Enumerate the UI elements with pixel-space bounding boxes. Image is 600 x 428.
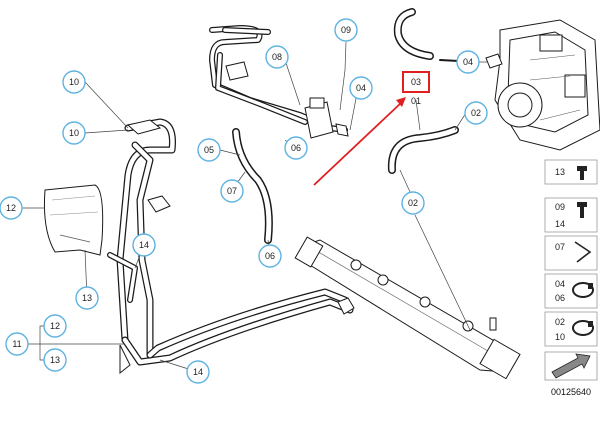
svg-text:05: 05 <box>204 145 214 155</box>
callout-02a[interactable]: 02 <box>464 101 488 125</box>
callout-05[interactable]: 05 <box>197 138 221 162</box>
mounting-bracket <box>43 184 104 256</box>
legend-num-10: 10 <box>555 332 565 342</box>
fuel-pump <box>485 19 600 151</box>
callout-10a[interactable]: 10 <box>62 70 86 94</box>
callout-03-highlight[interactable]: 03 <box>402 71 430 93</box>
parts-legend: 13 09 14 07 04 06 02 10 <box>544 159 598 397</box>
svg-text:06: 06 <box>291 143 301 153</box>
document-number: 00125640 <box>551 387 591 397</box>
callout-07[interactable]: 07 <box>220 179 244 203</box>
svg-text:08: 08 <box>272 52 282 62</box>
svg-text:14: 14 <box>193 367 203 377</box>
svg-text:01: 01 <box>411 96 421 106</box>
legend-num-02: 02 <box>555 317 565 327</box>
callout-12a[interactable]: 12 <box>0 196 23 220</box>
callout-14b[interactable]: 14 <box>186 360 210 384</box>
bolt-icon <box>577 202 587 218</box>
svg-text:09: 09 <box>341 25 351 35</box>
svg-text:12: 12 <box>50 321 60 331</box>
callout-01-label[interactable]: 01 <box>411 96 421 106</box>
hose-clamp-icon <box>572 320 594 336</box>
legend-num-07: 07 <box>555 242 565 252</box>
callout-04a[interactable]: 04 <box>349 76 373 100</box>
callout-12b[interactable]: 12 <box>43 314 67 338</box>
highlight-arrow <box>313 97 406 186</box>
hose-07 <box>232 128 273 244</box>
svg-text:13: 13 <box>82 293 92 303</box>
svg-text:06: 06 <box>265 251 275 261</box>
clip-icon <box>574 241 592 263</box>
callout-11[interactable]: 11 <box>5 332 29 356</box>
orientation-arrow-icon <box>551 353 591 379</box>
svg-text:03: 03 <box>411 77 421 87</box>
svg-text:04: 04 <box>463 57 473 67</box>
svg-text:13: 13 <box>50 355 60 365</box>
fuel-line-assembly <box>209 25 349 139</box>
svg-text:10: 10 <box>69 77 79 87</box>
callout-08[interactable]: 08 <box>265 45 289 69</box>
callout-02b[interactable]: 02 <box>401 191 425 215</box>
callout-14a[interactable]: 14 <box>132 233 156 257</box>
svg-text:02: 02 <box>471 108 481 118</box>
callout-10b[interactable]: 10 <box>62 121 86 145</box>
callout-04b[interactable]: 04 <box>456 50 480 74</box>
callout-13b[interactable]: 13 <box>43 348 67 372</box>
hose-01 <box>387 126 459 174</box>
legend-num-13: 13 <box>555 167 565 177</box>
legend-num-04: 04 <box>555 279 565 289</box>
svg-text:12: 12 <box>6 203 16 213</box>
callout-09[interactable]: 09 <box>334 18 358 42</box>
fuel-rail <box>294 236 521 380</box>
svg-text:10: 10 <box>69 128 79 138</box>
bolt-icon <box>577 166 587 180</box>
svg-text:14: 14 <box>139 240 149 250</box>
svg-text:02: 02 <box>408 198 418 208</box>
legend-num-06: 06 <box>555 293 565 303</box>
legend-num-14: 14 <box>555 219 565 229</box>
left-hose-assembly <box>107 118 355 375</box>
svg-text:04: 04 <box>356 83 366 93</box>
svg-text:07: 07 <box>227 186 237 196</box>
svg-text:11: 11 <box>12 339 21 349</box>
legend-num-09: 09 <box>555 202 565 212</box>
callout-06a[interactable]: 06 <box>284 136 308 160</box>
callout-13a[interactable]: 13 <box>75 286 99 310</box>
hose-clamp-icon <box>572 282 594 298</box>
callout-06b[interactable]: 06 <box>258 244 282 268</box>
